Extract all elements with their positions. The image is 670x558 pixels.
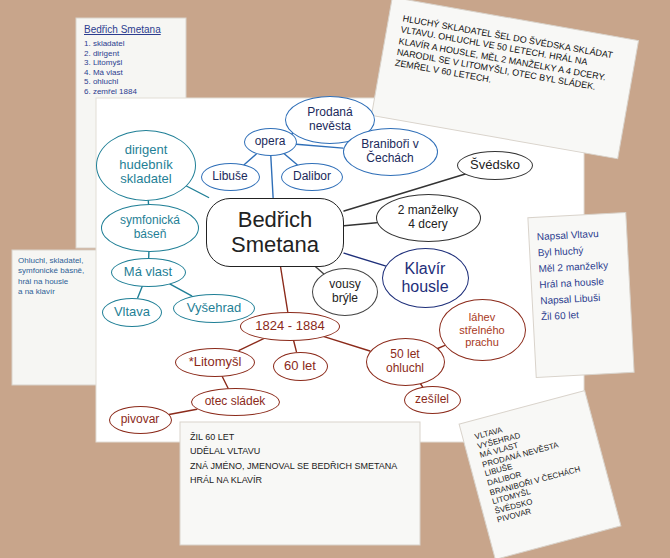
- topic-bubble: Vyšehrad: [173, 294, 255, 323]
- note-card: [12, 250, 108, 385]
- topic-text: opera: [255, 135, 286, 149]
- note-text: ŽIL 60 LET: [190, 430, 410, 444]
- branch-line: [344, 223, 377, 226]
- topic-text: 2 manželky 4 dcery: [393, 204, 463, 232]
- note-text: hrál na housle: [18, 277, 94, 287]
- topic-bubble: opera: [244, 128, 297, 156]
- topic-bubble: 2 manželky 4 dcery: [376, 194, 481, 242]
- note-text: Napsal Libuši: [540, 289, 623, 309]
- topic-text: Má vlast: [124, 265, 172, 280]
- note-text-area: Ohluchl, skladatel,symfonické básně,hrál…: [12, 250, 108, 385]
- topic-bubble: Klavír housle: [382, 248, 469, 308]
- note-text: Žil 60 let: [541, 305, 624, 325]
- branch-line: [296, 144, 343, 148]
- branch-line: [239, 338, 264, 350]
- topic-bubble: zešílel: [404, 386, 461, 414]
- topic-bubble: *Litomyšl: [175, 348, 255, 377]
- topic-text: *Litomyšl: [189, 355, 242, 370]
- note-text-area: Bedřich Smetana 1. skladatel2. dirigent3.…: [76, 18, 186, 248]
- note-text: HLUCHÝ SKLADATEL ŠEL DO ŠVÉDSKA SKLÁDAT …: [394, 13, 622, 107]
- topic-text: otec sládek: [205, 395, 266, 409]
- branch-line: [222, 376, 228, 388]
- topic-bubble: pivovar: [109, 406, 172, 434]
- topic-text: Švédsko: [470, 158, 520, 173]
- topic-bubble: Dalibor: [281, 163, 343, 191]
- topic-text: zešílel: [415, 393, 449, 407]
- topic-text: vousy brýle: [325, 278, 365, 306]
- topic-bubble: 1824 - 1884: [240, 312, 340, 341]
- topic-bubble: symfonická báseň: [101, 204, 199, 252]
- topic-text: 60 let: [284, 359, 316, 374]
- note-text: Měl 2 manželky: [538, 257, 621, 277]
- note-text: Napsal Vltavu: [536, 225, 619, 245]
- note-text-area: Napsal VltavuByl hluchýMěl 2 manželkyHrá…: [528, 213, 634, 378]
- topic-text: Braniboři v Čechách: [359, 138, 421, 166]
- topic-text: Bedřich Smetana: [219, 207, 331, 258]
- note-text: UDĚLAL VLTAVU: [190, 444, 410, 458]
- note-text: 5. ohluchl: [84, 77, 178, 87]
- branch-line: [138, 286, 143, 298]
- topic-bubble: Má vlast: [111, 258, 186, 287]
- topic-bubble: dirigent hudebník skladatel: [96, 130, 196, 201]
- topic-bubble: Vltava: [102, 298, 162, 327]
- branch-line: [281, 267, 288, 312]
- note-text: Hrál na housle: [539, 273, 622, 293]
- topic-text: Libuše: [212, 170, 247, 184]
- topic-text: Vyšehrad: [187, 301, 241, 316]
- note-text: 3. Litomyšl: [84, 58, 178, 68]
- topic-text: dirigent hudebník skladatel: [113, 143, 179, 188]
- note-text: 4. Má vlast: [84, 68, 178, 78]
- note-text: 2. dirigent: [84, 49, 178, 59]
- paper-sheet: [96, 98, 584, 442]
- branch-line: [148, 252, 150, 258]
- note-text: symfonické básně,: [18, 266, 94, 276]
- note-text: Ohluchl, skladatel,: [18, 256, 94, 266]
- note-text: ZNÁ JMÉNO, JMENOVAL SE BEDŘICH SMETANA: [190, 459, 410, 473]
- note-text-area: VLTAVAVYŠEHRADMÁ VLASTPRODANÁ NEVĚSTALIB…: [459, 391, 621, 558]
- branch-line: [244, 154, 256, 165]
- topic-bubble: 50 let ohluchl: [366, 338, 445, 386]
- branch-line: [169, 409, 197, 414]
- note-text: HRÁL NA KLAVÍR: [190, 473, 410, 487]
- note-text-area: ŽIL 60 LETUDĚLAL VLTAVUZNÁ JMÉNO, JMENOV…: [180, 422, 420, 545]
- topic-text: Prodaná nevěsta: [301, 106, 359, 134]
- topic-text: Vltava: [114, 305, 150, 320]
- topic-bubble: otec sládek: [191, 388, 280, 416]
- topic-text: 50 let ohluchl: [380, 348, 430, 376]
- topic-bubble: 60 let: [273, 352, 328, 381]
- topic-text: symfonická báseň: [118, 214, 182, 242]
- note-text: 1. skladatel: [84, 39, 178, 49]
- topic-text: 1824 - 1884: [255, 319, 324, 334]
- topic-text: Klavír housle: [397, 260, 453, 297]
- note-text: Bedřich Smetana: [84, 24, 178, 36]
- branch-line: [344, 253, 385, 266]
- note-text: Byl hluchý: [537, 241, 620, 261]
- branch-line: [294, 341, 297, 352]
- topic-bubble: Libuše: [201, 163, 260, 191]
- branch-line: [271, 156, 273, 198]
- branch-line: [170, 284, 192, 296]
- note-card: [180, 422, 420, 545]
- branch-line: [324, 337, 370, 351]
- note-card: [459, 391, 621, 558]
- topic-bubble: vousy brýle: [312, 268, 378, 316]
- branch-line: [315, 267, 323, 274]
- branch-line: [284, 154, 297, 165]
- note-text: VLTAVA: [474, 405, 579, 442]
- central-topic-box: Bedřich Smetana: [206, 198, 344, 267]
- topic-bubble: Braniboři v Čechách: [343, 128, 438, 176]
- topic-text: láhev střelného prachu: [454, 311, 510, 349]
- topic-text: Dalibor: [293, 170, 331, 184]
- topic-text: pivovar: [121, 413, 160, 427]
- topic-bubble: Švédsko: [457, 151, 533, 180]
- note-card: [528, 213, 634, 378]
- topic-bubble: láhev střelného prachu: [439, 299, 526, 361]
- note-text: 6. zemřel 1884: [84, 87, 178, 97]
- note-text: a na klavír: [18, 287, 94, 297]
- branch-line: [186, 186, 208, 198]
